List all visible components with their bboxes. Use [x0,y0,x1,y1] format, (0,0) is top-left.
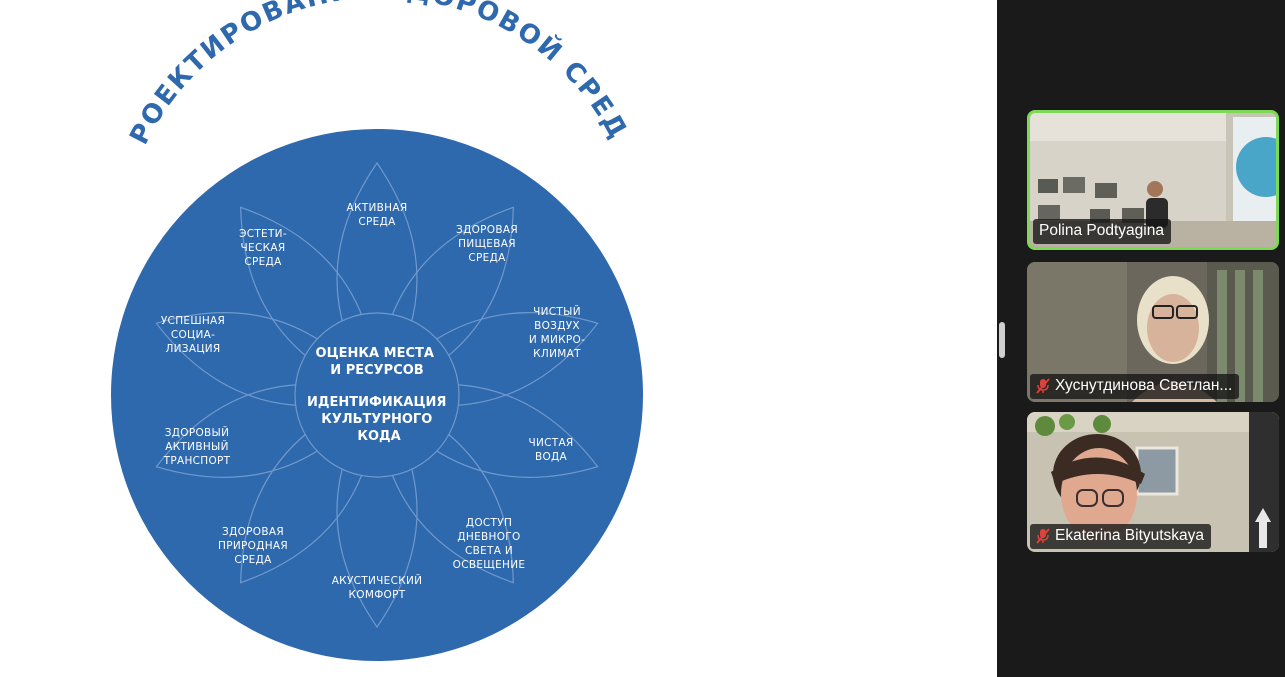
petal-label-line: ОСВЕЩЕНИЕ [453,559,526,571]
petal-label: ЗДОРОВАЯ ПРИРОДНАЯ СРЕДА [218,526,288,566]
petal-label-line: СРЕДА [234,554,272,566]
center-line: ИДЕНТИФИКАЦИЯ [307,395,446,410]
participant-name: Polina Podtyagina [1039,222,1164,239]
center-top-text: ОЦЕНКА МЕСТА И РЕСУРСОВ [316,346,439,378]
petal-label-line: ЭСТЕТИ- [239,228,287,240]
slide-title-path: ПРОЕКТИРОВАНИЕ ЗДОРОВОЙ СРЕДЫ [0,0,631,149]
petal-labels: АКТИВНАЯ СРЕДА ЗДОРОВАЯ ПИЩЕВАЯ СРЕДА ЧИСТЫЙ В… [161,202,585,601]
center-line: ОЦЕНКА МЕСТА [316,346,434,361]
center-line: КОДА [357,429,400,444]
petal-label-line: ЧИСТЫЙ [533,305,581,318]
petal-label-line: ВОДА [535,451,568,463]
participant-name: Ekaterina Bityutskaya [1055,527,1205,544]
petal-label-line: СРЕДА [468,252,506,264]
petal-label-line: СОЦИА- [171,329,215,341]
mic-muted-icon [1036,378,1050,394]
petal-label-line: АКУСТИЧЕСКИЙ [332,574,423,587]
participant-name-tag: Ekaterina Bityutskaya [1030,524,1212,549]
petal-label: АКТИВНАЯ СРЕДА [347,202,408,228]
participant-video [1027,412,1279,552]
petal-label-line: СРЕДА [358,216,396,228]
petal-label-line: АКТИВНАЯ [347,202,408,214]
petal-label: ЗДОРОВАЯ ПИЩЕВАЯ СРЕДА [456,224,518,264]
petal-label-line: СВЕТА И [465,545,513,557]
petal-label-line: ТРАНСПОРТ [163,455,231,467]
petal-label-line: СРЕДА [244,256,282,268]
petal-label-line: ЧЕСКАЯ [241,242,286,254]
petal-label-line: ЗДОРОВАЯ [456,224,518,236]
petal-label-line: АКТИВНЫЙ [165,440,229,453]
center-line: КУЛЬТУРНОГО [321,412,432,427]
petal-label-line: ПРИРОДНАЯ [218,540,288,552]
participant-name: Хуснутдинова Светлан... [1055,377,1233,394]
petal-label-line: ПИЩЕВАЯ [458,238,516,250]
participant-name-tag: Polina Podtyagina [1033,219,1171,244]
participant-tile[interactable]: Ekaterina Bityutskaya [1027,412,1279,552]
participant-name-tag: Хуснутдинова Светлан... [1030,374,1240,399]
slide-title: ПРОЕКТИРОВАНИЕ ЗДОРОВОЙ СРЕДЫ [0,0,633,149]
healthy-environment-diagram: ПРОЕКТИРОВАНИЕ ЗДОРОВОЙ СРЕДЫ ОЦЕНКА МЕС… [0,0,643,661]
petal-label-line: КОМФОРТ [349,589,406,601]
petal-label-line: ДНЕВНОГО [457,531,520,543]
mic-muted-icon [1036,528,1050,544]
petal-label-line: И МИКРО- [529,334,585,346]
petal-label: УСПЕШНАЯ СОЦИА- ЛИЗАЦИЯ [161,315,225,355]
petal-label-line: ВОЗДУХ [534,320,580,332]
participant-tile[interactable]: Polina Podtyagina [1027,110,1279,250]
shared-screen-slide: ПРОЕКТИРОВАНИЕ ЗДОРОВОЙ СРЕДЫ ОЦЕНКА МЕС… [0,0,997,677]
petal-label: ЧИСТЫЙ ВОЗДУХ И МИКРО- КЛИМАТ [529,305,585,360]
petal-label: ДОСТУП ДНЕВНОГО СВЕТА И ОСВЕЩЕНИЕ [453,517,526,571]
center-bottom-text: ИДЕНТИФИКАЦИЯ КУЛЬТУРНОГО КОДА [307,395,451,444]
petal-label-line: ЛИЗАЦИЯ [165,343,220,355]
center-line: И РЕСУРСОВ [330,363,423,378]
petal-label-line: КЛИМАТ [533,348,581,360]
petal-label: ЧИСТАЯ ВОДА [528,437,573,463]
petal-label-line: ДОСТУП [466,517,512,529]
resize-handle[interactable] [999,322,1005,358]
petal-label-line: УСПЕШНАЯ [161,315,225,327]
petal-label-line: ЧИСТАЯ [528,437,573,449]
center-circle [294,312,460,478]
petal-label: АКУСТИЧЕСКИЙ КОМФОРТ [332,574,423,601]
petal-label-line: ЗДОРОВЫЙ [165,426,230,439]
petal-label-line: ЗДОРОВАЯ [222,526,284,538]
participant-tile[interactable]: Хуснутдинова Светлан... [1027,262,1279,402]
petal-label: ЭСТЕТИ- ЧЕСКАЯ СРЕДА [239,228,287,268]
